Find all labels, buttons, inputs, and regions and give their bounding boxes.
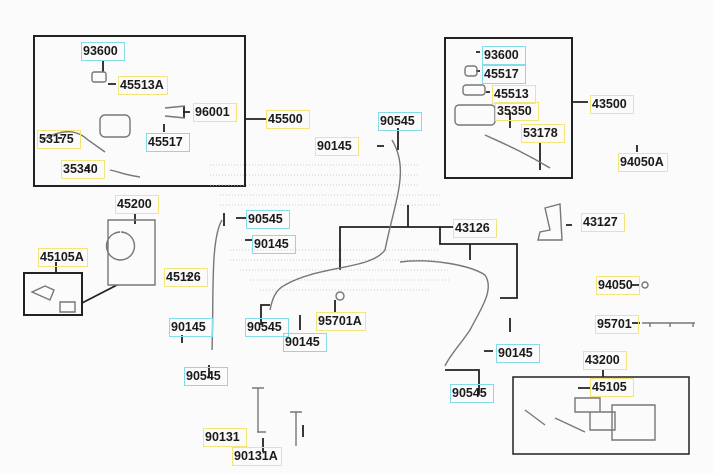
hose-bracket-lines: [339, 205, 518, 299]
reservoir-right: [462, 84, 486, 96]
part-label[interactable]: 96001: [193, 103, 237, 122]
master-cylinder-left: [99, 114, 131, 138]
part-label[interactable]: 45517: [482, 65, 526, 84]
part-label[interactable]: 43127: [581, 213, 625, 232]
part-label[interactable]: 45513A: [118, 76, 168, 95]
part-label[interactable]: 90131: [203, 428, 247, 447]
lever-right: [484, 134, 551, 169]
brake-switch-cable: [109, 169, 141, 178]
part-label[interactable]: 90145: [252, 235, 296, 254]
main-hose: [269, 139, 402, 311]
part-drawings: [30, 65, 695, 446]
part-label[interactable]: 90131A: [232, 447, 282, 466]
part-label[interactable]: 90145: [496, 344, 540, 363]
part-label[interactable]: 94050A: [618, 153, 668, 172]
leader-lines: [55, 51, 640, 452]
hose-right: [399, 260, 489, 367]
part-label[interactable]: 93600: [81, 42, 125, 61]
part-label[interactable]: 95701A: [316, 312, 366, 331]
part-label[interactable]: 95701: [595, 315, 639, 334]
part-label[interactable]: 45126: [164, 268, 208, 287]
bolt-90131A: [290, 411, 302, 446]
part-label[interactable]: 35340: [61, 160, 105, 179]
left-master-cylinder-group-box: [33, 35, 246, 187]
part-label[interactable]: 93600: [482, 46, 526, 65]
part-label[interactable]: 90545: [378, 112, 422, 131]
part-label[interactable]: 90145: [283, 333, 327, 352]
part-label[interactable]: 43200: [583, 351, 627, 370]
part-label[interactable]: 90545: [450, 384, 494, 403]
part-label[interactable]: 45105: [590, 378, 634, 397]
rear-caliper: [524, 397, 656, 441]
part-label[interactable]: 90545: [184, 367, 228, 386]
bracket-43127: [537, 203, 563, 241]
part-label[interactable]: 45200: [115, 195, 159, 214]
part-label[interactable]: 53175: [37, 130, 81, 149]
part-label[interactable]: 53178: [521, 124, 565, 143]
lever-left: [41, 131, 106, 153]
part-label[interactable]: 45513: [492, 85, 536, 104]
part-label[interactable]: 43126: [453, 219, 497, 238]
part-label[interactable]: 90145: [315, 137, 359, 156]
bolt-95701A: [335, 291, 345, 301]
hose-left: [211, 219, 223, 351]
part-label[interactable]: 90545: [245, 318, 289, 337]
cap-right: [464, 65, 478, 77]
rear-caliper-group-box: [512, 376, 690, 455]
part-label[interactable]: 45517: [146, 133, 190, 152]
right-master-cylinder-group-box: [444, 37, 573, 179]
watermark-pattern: [210, 164, 450, 291]
part-label[interactable]: 90545: [246, 210, 290, 229]
part-label[interactable]: 35350: [495, 102, 539, 121]
part-label[interactable]: 45500: [266, 110, 310, 129]
reservoir-cap-left: [91, 71, 107, 83]
brake-pads: [30, 285, 76, 313]
clip-95701: [642, 322, 695, 327]
part-label[interactable]: 43500: [590, 95, 634, 114]
bolt-90131: [252, 387, 266, 433]
part-label[interactable]: 94050: [596, 276, 640, 295]
brake-pad-group-box: [23, 272, 83, 316]
nut-94050: [641, 281, 649, 289]
front-caliper: [105, 219, 156, 286]
bolt-pair-left: [164, 105, 186, 119]
part-label[interactable]: 90145: [169, 318, 213, 337]
part-label[interactable]: 45105A: [38, 248, 88, 267]
master-cylinder-right: [454, 104, 496, 126]
